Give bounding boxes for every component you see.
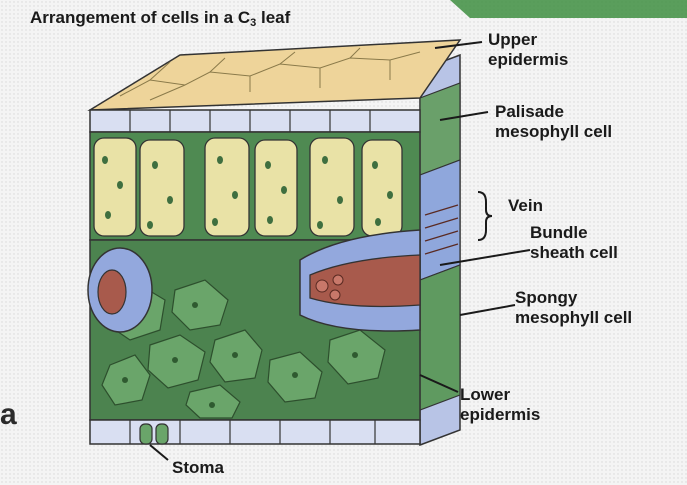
cropped-slide-text: a <box>0 398 17 432</box>
diagram-title: Arrangement of cells in a C3 leaf <box>30 8 290 29</box>
label-stoma: Stoma <box>172 458 224 478</box>
label-upper-epidermis: Upper epidermis <box>488 30 568 70</box>
side-palisade-face <box>420 83 460 175</box>
side-spongy-face <box>420 265 460 410</box>
label-bundle-sheath: Bundle sheath cell <box>530 223 618 263</box>
label-spongy-mesophyll: Spongy mesophyll cell <box>515 288 632 328</box>
label-vein: Vein <box>508 196 543 216</box>
vein-front-left <box>98 270 126 314</box>
label-lower-epidermis: Lower epidermis <box>460 385 540 425</box>
label-palisade-mesophyll: Palisade mesophyll cell <box>495 102 612 142</box>
slide-accent-shape <box>450 0 687 18</box>
